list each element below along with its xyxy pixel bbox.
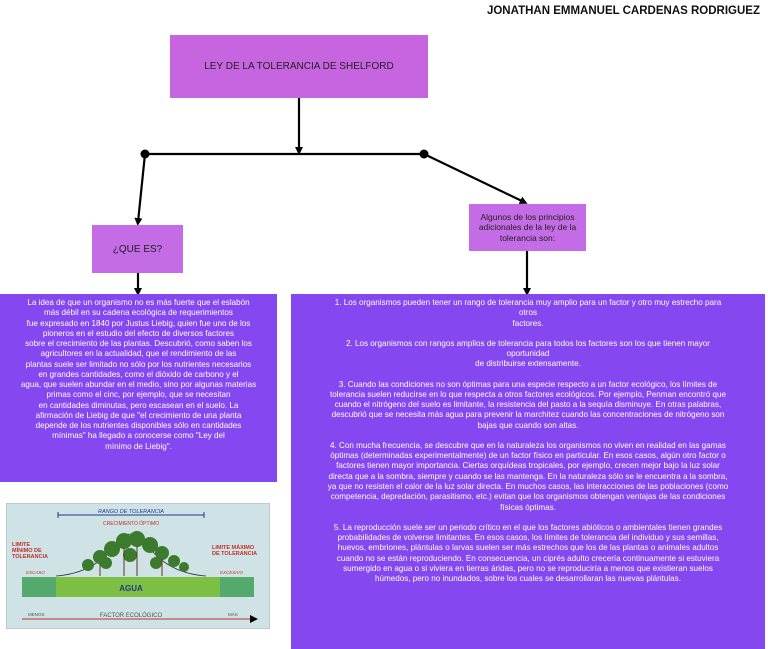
main-title: LEY DE LA TOLERANCIA DE SHELFORD (204, 61, 394, 72)
tree-cluster (82, 531, 189, 572)
principle-item: 4. Con mucha frecuencia, se descubre que… (327, 440, 729, 512)
min-label-line: LIMITE (12, 542, 30, 548)
principles-heading-box: Algunos de los principios adicionales de… (469, 204, 586, 251)
tree-trunks (99, 546, 163, 576)
water-label: AGUA (119, 584, 143, 593)
arrow-to-principles-heading (423, 153, 528, 204)
arrow-to-que (134, 153, 147, 226)
water-bar-left-shade (22, 577, 56, 597)
question-label: ¿QUE ES? (112, 243, 163, 255)
definition-text: La idea de que un organismo no es más fu… (20, 298, 257, 451)
principle-item: 2. Los organismos con rangos amplios de … (346, 338, 710, 369)
max-label: LIMITE MÁXIMO DE TOLERANCIA (212, 544, 257, 557)
min-label-line: MÍNIMO DE (12, 546, 42, 554)
water-bar-right-shade (220, 577, 254, 597)
factor-label: FACTOR ECOLÓGICO (100, 612, 163, 619)
min-label: LIMITE MÍNIMO DE TOLERANCIA (12, 542, 48, 560)
author-name: JONATHAN EMMANUEL CARDENAS RODRIGUEZ (486, 5, 760, 17)
max-label-line: DE TOLERANCIA (212, 551, 257, 557)
figure-background (6, 503, 270, 629)
more-label: MÁS (228, 611, 238, 617)
question-box: ¿QUE ES? (92, 225, 183, 273)
tolerance-figure: RANGO DE TOLERANCIA CRECIMIENTO ÓPTIMO L… (6, 503, 270, 629)
definition-box: La idea de que un organismo no es más fu… (0, 294, 277, 482)
principle-item: 5. La reproducción suele ser un periodo … (333, 522, 723, 584)
principle-item: 1. Los organismos pueden tener un rango … (334, 298, 722, 328)
excess-label: EXCESIVO (220, 570, 244, 575)
min-label-line: TOLERANCIA (12, 554, 48, 560)
principle-item: 3. Cuando las condiciones no son óptimas… (330, 379, 726, 430)
water-bar (22, 577, 254, 597)
scarce-label: ESCASO (26, 570, 45, 575)
optimum-label: CRECIMIENTO ÓPTIMO (103, 520, 159, 527)
main-title-box: LEY DE LA TOLERANCIA DE SHELFORD (170, 35, 428, 98)
max-label-line: LIMITE MÁXIMO (212, 544, 255, 551)
principles-heading: Algunos de los principios adicionales de… (478, 211, 577, 243)
range-label: RANGO DE TOLERANCIA (98, 509, 164, 515)
principles-box: 1. Los organismos pueden tener un rango … (291, 294, 765, 649)
less-label: MENOS (28, 612, 45, 617)
